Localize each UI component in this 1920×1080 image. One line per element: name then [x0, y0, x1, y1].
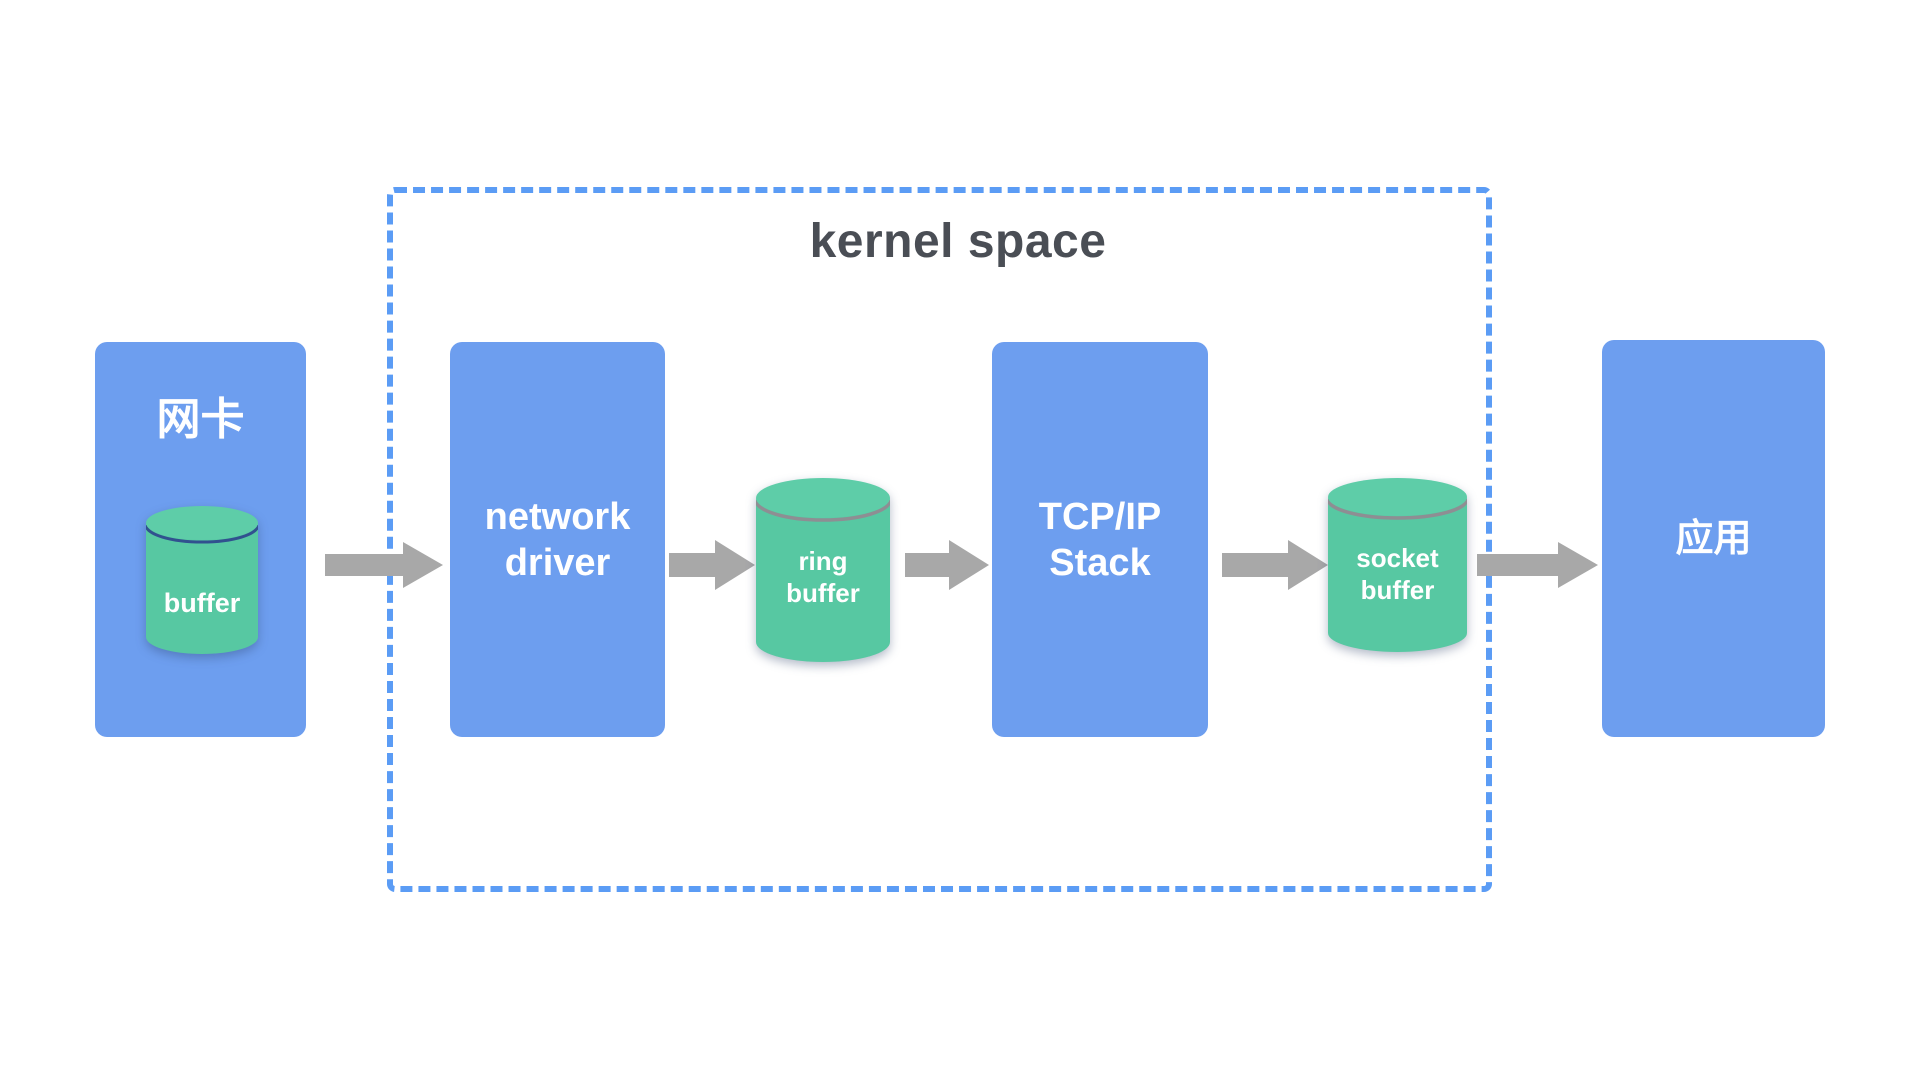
node-tcpip-stack: TCP/IP Stack: [992, 342, 1208, 737]
node-app-label: 应用: [1675, 517, 1752, 560]
ring-buffer-label: ring buffer: [786, 546, 860, 608]
node-network-driver-label-line2: driver: [504, 541, 611, 584]
flow-arrow-tcpip-to-socketbuffer: [1222, 540, 1328, 590]
kernel-space-title: kernel space: [809, 215, 1107, 268]
nic-buffer-label: buffer: [163, 588, 241, 618]
kernel-space-boundary: [387, 187, 1492, 892]
node-tcpip-stack-label-line1: TCP/IP: [1038, 495, 1162, 538]
ring-buffer-cylinder-icon: [756, 478, 890, 662]
socket-buffer-label: socket buffer: [1356, 543, 1439, 605]
socket-buffer-cylinder-icon: [1328, 478, 1467, 652]
flow-arrow-driver-to-ringbuffer: [669, 540, 755, 590]
node-network-driver: network driver: [450, 342, 665, 737]
node-app: 应用: [1602, 340, 1825, 737]
nic-buffer-cylinder-icon: [146, 506, 258, 654]
node-tcpip-stack-label-line2: Stack: [1049, 541, 1151, 584]
node-nic-label: 网卡: [156, 395, 245, 444]
node-network-driver-label-line1: network: [484, 495, 631, 538]
flow-arrow-ringbuffer-to-tcpip: [905, 540, 989, 590]
flow-arrow-nic-to-driver: [325, 542, 443, 588]
node-nic: 网卡: [95, 342, 306, 737]
flow-arrow-socketbuffer-to-app: [1477, 542, 1598, 588]
